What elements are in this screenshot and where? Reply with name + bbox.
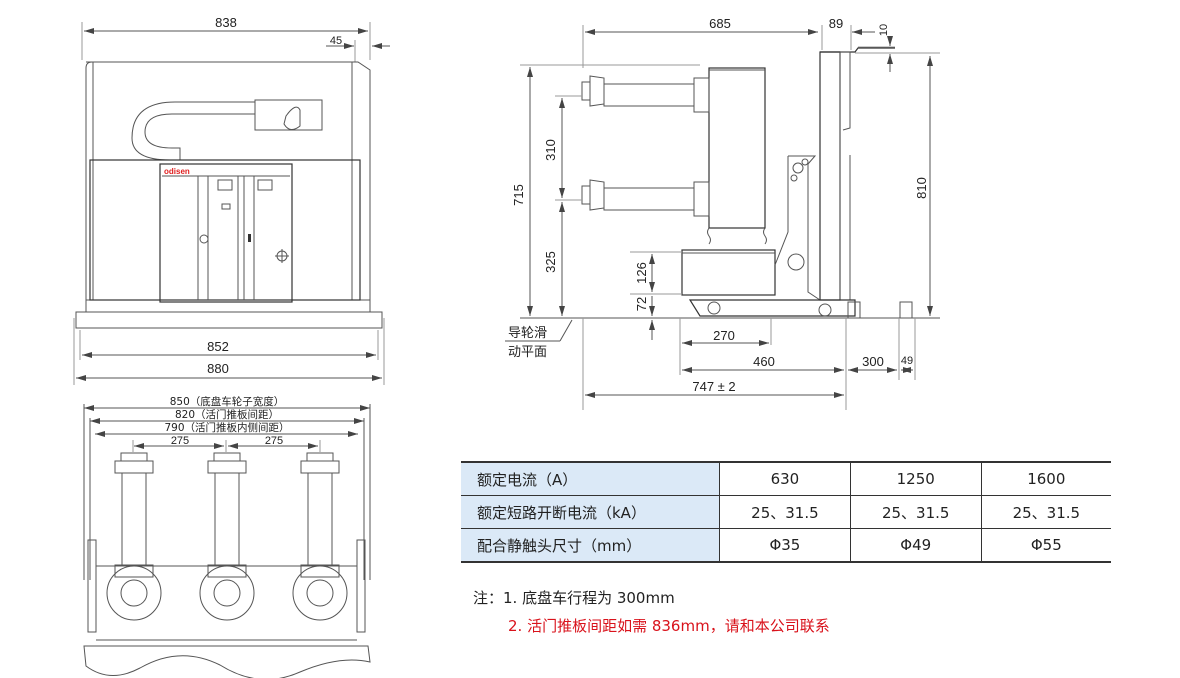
notes: 注：1. 底盘车行程为 300mm 2. 活门推板间距如需 836mm，请和本公… — [473, 584, 830, 640]
pole-b — [199, 452, 255, 621]
pole-c — [292, 452, 348, 621]
dim-460: 460 — [753, 354, 775, 369]
table-cell: Φ55 — [980, 528, 1111, 563]
dim-49: 49 — [901, 355, 913, 367]
dim-89: 89 — [829, 16, 843, 31]
pole-a — [106, 452, 162, 621]
dim-838: 838 — [215, 15, 237, 30]
dim-715: 715 — [511, 184, 526, 206]
table-row: 额定短路开断电流（kA） 25、31.5 25、31.5 25、31.5 — [461, 495, 1111, 529]
dim-310: 310 — [543, 139, 558, 161]
front-view: 838 45 odisen — [73, 15, 390, 385]
dim-45: 45 — [330, 35, 342, 47]
dim-820: 820（活门推板间距） — [175, 408, 279, 421]
side-view: 685 89 10 — [505, 16, 940, 410]
dim-300: 300 — [862, 354, 884, 369]
dim-275-right: 275 — [265, 435, 283, 447]
dim-10: 10 — [878, 24, 890, 36]
dim-685: 685 — [709, 16, 731, 31]
indicator-bar-icon — [248, 234, 251, 242]
table-cell: 1250 — [849, 461, 982, 496]
brand-logo: odisen — [164, 167, 190, 176]
table-row: 额定电流（A） 630 1250 1600 — [461, 461, 1111, 496]
row-label-rated-current: 额定电流（A） — [461, 461, 720, 496]
dim-325: 325 — [543, 251, 558, 273]
dim-790: 790（活门推板内侧间距） — [164, 421, 289, 434]
note-2: 2. 活门推板间距如需 836mm，请和本公司联系 — [508, 617, 830, 635]
table-cell: 1600 — [980, 461, 1111, 496]
dim-275-left: 275 — [171, 435, 189, 447]
table-row: 配合静触头尺寸（mm） Φ35 Φ49 Φ55 — [461, 528, 1111, 563]
dim-810: 810 — [914, 177, 929, 199]
dim-747: 747 ± 2 — [692, 379, 735, 394]
table-cell: 25、31.5 — [719, 495, 851, 529]
table-cell: Φ49 — [849, 528, 982, 563]
table-cell: 25、31.5 — [849, 495, 982, 529]
top-view: 850（底盘车轮子宽度） 820（活门推板间距） 790（活门推板内侧间距） 2… — [83, 395, 371, 678]
row-label-contact-size: 配合静触头尺寸（mm） — [461, 528, 720, 563]
table-cell: 630 — [719, 461, 851, 496]
dim-126: 126 — [634, 262, 649, 284]
front-panel — [159, 163, 293, 303]
note-1: 注：1. 底盘车行程为 300mm — [473, 589, 675, 607]
dim-880: 880 — [207, 361, 229, 376]
dim-72: 72 — [634, 297, 649, 311]
dim-270: 270 — [713, 328, 735, 343]
row-label-breaking-current: 额定短路开断电流（kA） — [461, 495, 720, 529]
plane-label-line1: 导轮滑 — [508, 326, 547, 341]
spec-table: 额定电流（A） 630 1250 1600 额定短路开断电流（kA） 25、31… — [461, 461, 1111, 563]
plane-label-line2: 动平面 — [508, 345, 547, 360]
dim-850: 850（底盘车轮子宽度） — [170, 395, 285, 408]
table-cell: 25、31.5 — [980, 495, 1111, 529]
table-cell: Φ35 — [719, 528, 851, 563]
indicator-circle-icon — [199, 234, 209, 244]
dim-852: 852 — [207, 339, 229, 354]
